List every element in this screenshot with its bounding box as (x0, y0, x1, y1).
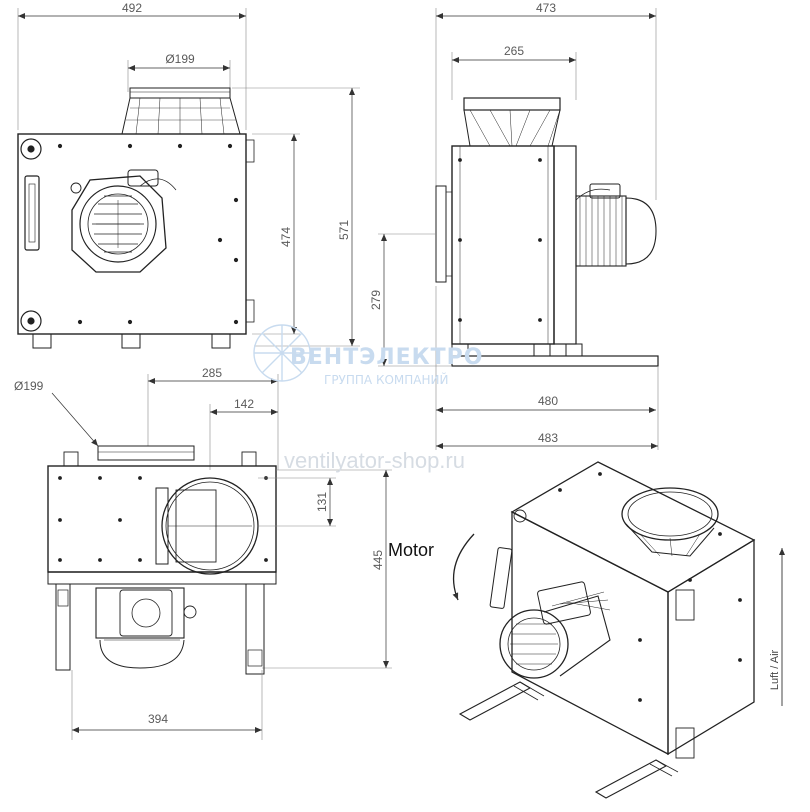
dim-571: 571 (337, 220, 351, 240)
dim-142: 142 (234, 397, 254, 411)
watermark-brand: ВЕНТЭЛЕКТРО (290, 345, 483, 370)
watermark-subtitle: ГРУППА КОМПАНИЙ (324, 372, 448, 387)
dim-473: 473 (536, 1, 556, 15)
dim-445: 445 (371, 550, 385, 570)
watermark: ВЕНТЭЛЕКТРО ГРУППА КОМПАНИЙ ventilyator-… (253, 324, 483, 473)
dim-131: 131 (315, 492, 329, 512)
watermark-url: ventilyator-shop.ru (284, 448, 465, 473)
iso-view-labels: Motor Luft / Air (388, 540, 781, 690)
dim-492: 492 (122, 1, 142, 15)
dim-279: 279 (369, 290, 383, 310)
dim-199-top: Ø199 (14, 379, 44, 393)
front-view-labels: 492 Ø199 474 571 (122, 1, 351, 247)
dim-199-front: Ø199 (165, 52, 195, 66)
dim-480: 480 (538, 394, 558, 408)
front-view (17, 8, 360, 349)
dim-265: 265 (504, 44, 524, 58)
iso-view (452, 461, 785, 799)
side-view-labels: 473 265 279 480 483 (369, 1, 558, 445)
top-view (47, 374, 392, 740)
airflow-label: Luft / Air (769, 649, 781, 690)
top-view-labels: Ø199 285 142 131 445 394 (14, 366, 385, 726)
dim-483: 483 (538, 431, 558, 445)
motor-label: Motor (388, 540, 434, 560)
dim-285: 285 (202, 366, 222, 380)
side-view (378, 8, 659, 450)
watermark-fan-icon (253, 324, 311, 382)
dim-394: 394 (148, 712, 168, 726)
dim-474: 474 (279, 227, 293, 247)
